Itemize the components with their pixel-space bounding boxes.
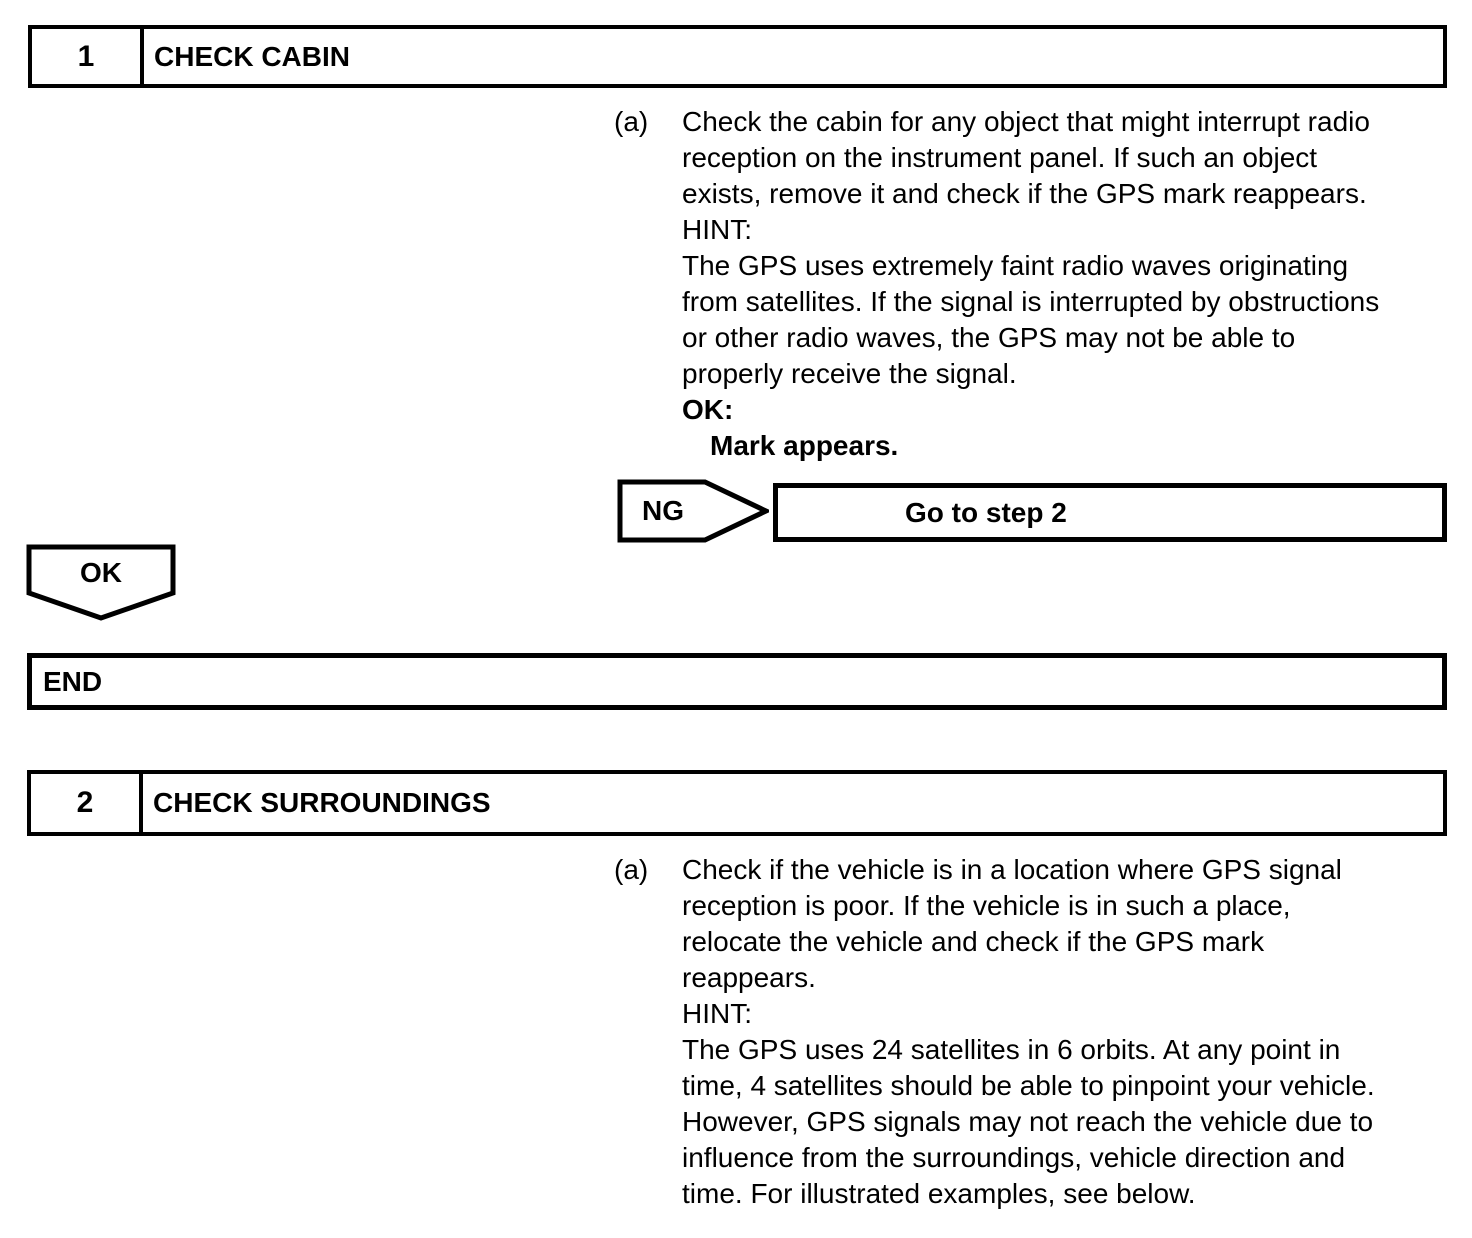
line-text: HINT: bbox=[682, 998, 752, 1029]
step-2-title: CHECK SURROUNDINGS bbox=[153, 787, 491, 818]
line-marker bbox=[614, 284, 682, 320]
body-text-line: from satellites. If the signal is interr… bbox=[614, 284, 1464, 320]
line-marker bbox=[614, 248, 682, 284]
body-text-line: OK: bbox=[614, 392, 1464, 428]
line-text: influence from the surroundings, vehicle… bbox=[682, 1142, 1346, 1173]
ng-arrow-icon bbox=[617, 479, 769, 543]
line-marker bbox=[614, 140, 682, 176]
body-text-line: The GPS uses extremely faint radio waves… bbox=[614, 248, 1464, 284]
body-text-line: (a) Check the cabin for any object that m… bbox=[614, 104, 1464, 140]
step-1-title: CHECK CABIN bbox=[154, 40, 350, 72]
end-label: END bbox=[43, 665, 103, 697]
line-text: HINT: bbox=[682, 214, 752, 245]
line-marker bbox=[614, 924, 682, 960]
line-text: reception on the instrument panel. If su… bbox=[682, 142, 1318, 173]
body-text-line: (a) Check if the vehicle is in a location… bbox=[614, 852, 1464, 888]
line-marker bbox=[614, 1032, 682, 1068]
body-text-line: time. For illustrated examples, see belo… bbox=[614, 1176, 1464, 1212]
step-1-number: 1 bbox=[32, 29, 144, 84]
line-text: from satellites. If the signal is interr… bbox=[682, 286, 1380, 317]
line-text: or other radio waves, the GPS may not be… bbox=[682, 322, 1296, 353]
body-text-line: reception is poor. If the vehicle is in … bbox=[614, 888, 1464, 924]
step-1-body: (a) Check the cabin for any object that m… bbox=[614, 104, 1464, 464]
goto-step-2-label: Go to step 2 bbox=[905, 496, 1067, 528]
line-marker bbox=[614, 996, 682, 1032]
line-text: OK: bbox=[682, 394, 734, 425]
body-text-line: Mark appears. bbox=[614, 428, 1464, 464]
ok-label: OK bbox=[80, 557, 122, 588]
body-text-line: HINT: bbox=[614, 996, 1464, 1032]
body-text-line: reception on the instrument panel. If su… bbox=[614, 140, 1464, 176]
line-marker bbox=[614, 320, 682, 356]
line-marker: (a) bbox=[614, 854, 649, 885]
line-marker bbox=[614, 960, 682, 996]
line-marker bbox=[614, 356, 682, 392]
body-text-line: The GPS uses 24 satellites in 6 orbits. … bbox=[614, 1032, 1464, 1068]
body-text-line: influence from the surroundings, vehicle… bbox=[614, 1140, 1464, 1176]
goto-step-2-box: Go to step 2 bbox=[773, 483, 1447, 542]
body-text-line: exists, remove it and check if the GPS m… bbox=[614, 176, 1464, 212]
line-text: time, 4 satellites should be able to pin… bbox=[682, 1070, 1375, 1101]
line-marker: (a) bbox=[614, 106, 649, 137]
body-text-line: properly receive the signal. bbox=[614, 356, 1464, 392]
body-text-line: time, 4 satellites should be able to pin… bbox=[614, 1068, 1464, 1104]
ok-connector-icon bbox=[26, 544, 176, 621]
line-text: properly receive the signal. bbox=[682, 358, 1017, 389]
line-marker bbox=[614, 1104, 682, 1140]
line-text: However, GPS signals may not reach the v… bbox=[682, 1106, 1374, 1137]
step-2-body: (a) Check if the vehicle is in a location… bbox=[614, 852, 1464, 1212]
line-marker bbox=[614, 1176, 682, 1212]
line-marker bbox=[614, 176, 682, 212]
line-text: Check if the vehicle is in a location wh… bbox=[682, 854, 1342, 885]
step-2-number: 2 bbox=[31, 774, 143, 832]
body-text-line: reappears. bbox=[614, 960, 1464, 996]
line-text: reappears. bbox=[682, 962, 816, 993]
line-text: exists, remove it and check if the GPS m… bbox=[682, 178, 1367, 209]
end-box: END bbox=[27, 653, 1447, 710]
line-marker bbox=[614, 392, 682, 428]
ng-label: NG bbox=[642, 495, 684, 526]
line-text: The GPS uses 24 satellites in 6 orbits. … bbox=[682, 1034, 1341, 1065]
line-text: relocate the vehicle and check if the GP… bbox=[682, 926, 1265, 957]
line-marker bbox=[614, 1140, 682, 1176]
body-text-line: or other radio waves, the GPS may not be… bbox=[614, 320, 1464, 356]
body-text-line: relocate the vehicle and check if the GP… bbox=[614, 924, 1464, 960]
line-text: The GPS uses extremely faint radio waves… bbox=[682, 250, 1349, 281]
body-text-line: HINT: bbox=[614, 212, 1464, 248]
line-text: Mark appears. bbox=[710, 430, 899, 461]
line-text: Check the cabin for any object that migh… bbox=[682, 106, 1370, 137]
step-2-header: 2 CHECK SURROUNDINGS bbox=[27, 770, 1447, 836]
body-text-line: However, GPS signals may not reach the v… bbox=[614, 1104, 1464, 1140]
line-marker bbox=[614, 1068, 682, 1104]
line-text: reception is poor. If the vehicle is in … bbox=[682, 890, 1291, 921]
line-marker bbox=[614, 212, 682, 248]
line-marker bbox=[614, 428, 682, 464]
line-marker bbox=[614, 888, 682, 924]
step-1-header: 1 CHECK CABIN bbox=[28, 25, 1447, 88]
line-text: time. For illustrated examples, see belo… bbox=[682, 1178, 1196, 1209]
